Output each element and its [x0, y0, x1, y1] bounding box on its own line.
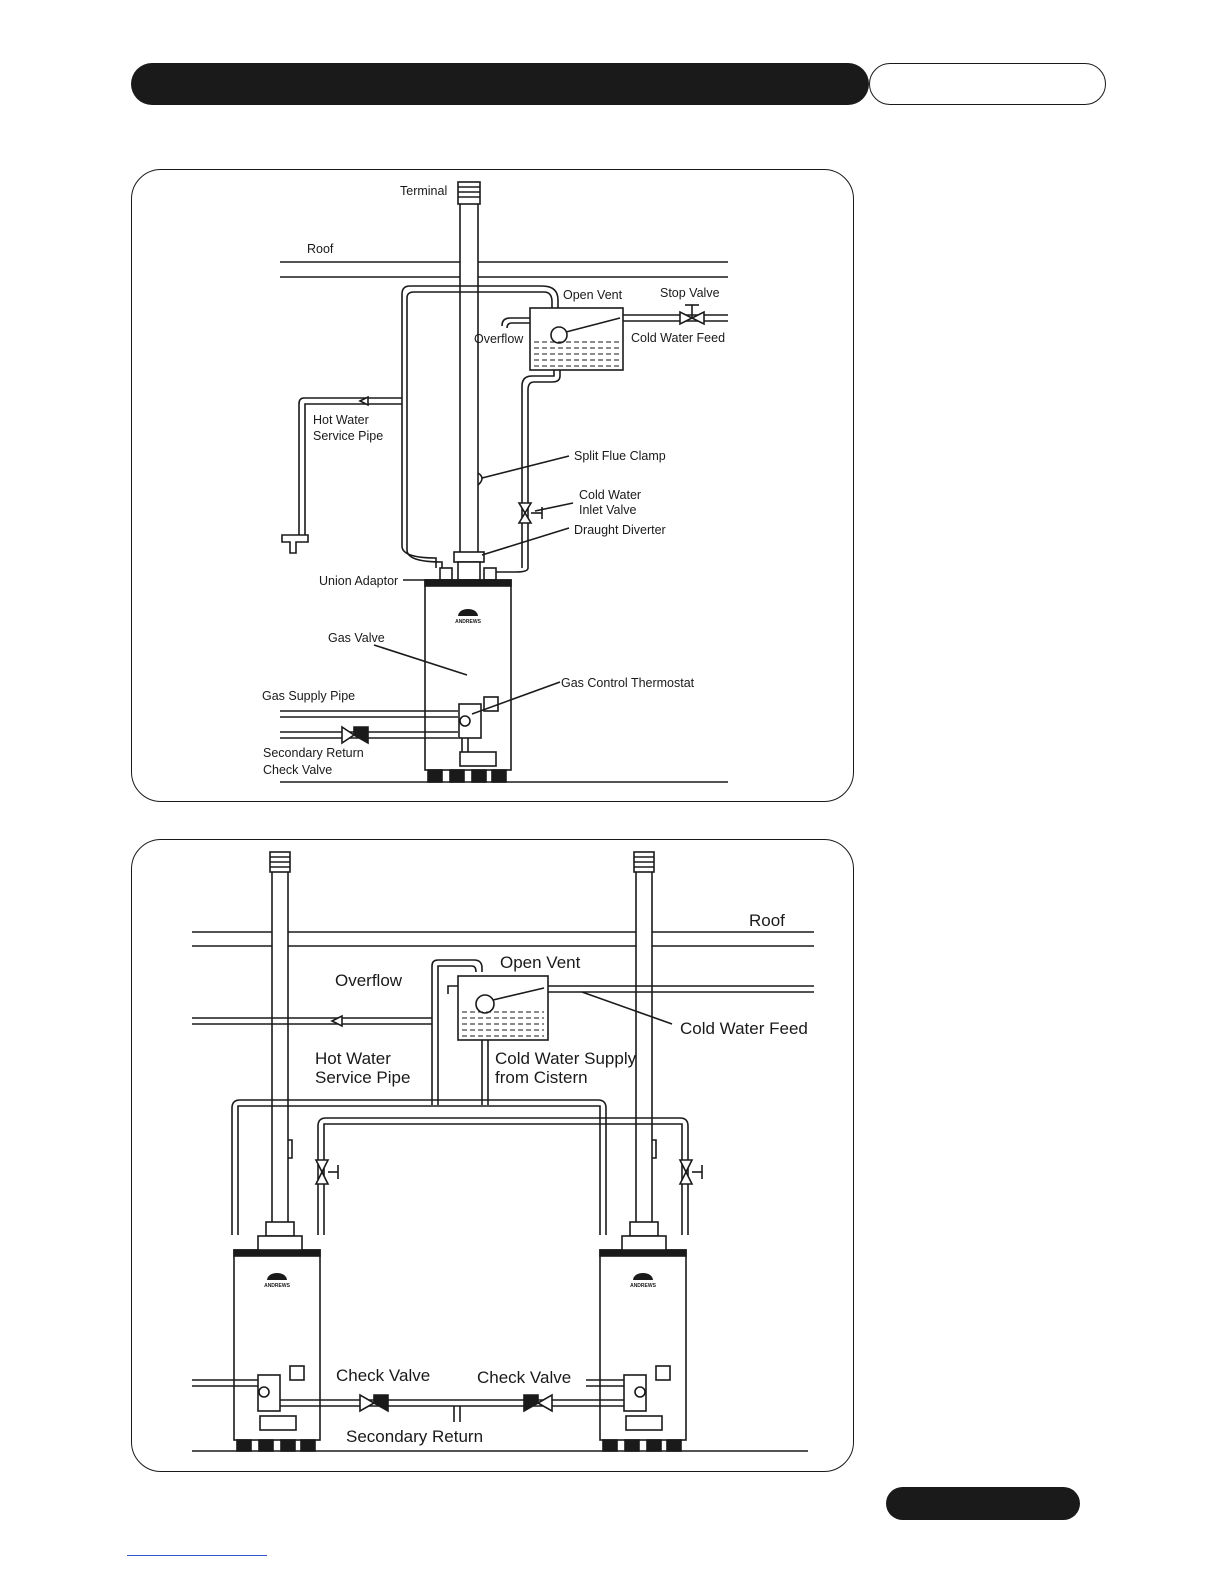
twin-heater-diagram: ANDREWS ANDREWS Roof Open Vent Overflow …: [192, 851, 814, 1452]
label-cold-supply-line2: from Cistern: [495, 1068, 588, 1087]
brand-logo-right: ANDREWS: [630, 1283, 656, 1289]
brand-logo-left: ANDREWS: [264, 1283, 290, 1289]
label-cold-supply-line1: Cold Water Supply: [495, 1049, 637, 1068]
label-overflow: Overflow: [474, 332, 524, 346]
andrews-logo-right-icon: [633, 1273, 653, 1280]
label-gas-valve: Gas Valve: [328, 631, 385, 645]
label-gas-control-thermostat: Gas Control Thermostat: [561, 676, 695, 690]
label-cold-inlet-line2: Inlet Valve: [579, 503, 636, 517]
label-hot-water-line1: Hot Water: [315, 1049, 391, 1068]
andrews-logo-left-icon: [267, 1273, 287, 1280]
diagram-panel-single-heater: ANDREWS Terminal Roof Open Vent Stop Val…: [131, 169, 854, 802]
label-roof: Roof: [307, 242, 334, 256]
label-check-valve-right: Check Valve: [477, 1368, 571, 1387]
label-cold-inlet-line1: Cold Water: [579, 488, 641, 502]
diagram-panel-twin-heaters: ANDREWS ANDREWS Roof Open Vent Overflow …: [131, 839, 854, 1472]
label-secondary-return: Secondary Return: [346, 1427, 483, 1446]
single-heater-diagram: ANDREWS Terminal Roof Open Vent Stop Val…: [262, 181, 728, 783]
label-hot-water-line2: Service Pipe: [313, 429, 383, 443]
label-gas-supply-pipe: Gas Supply Pipe: [262, 689, 355, 703]
label-overflow: Overflow: [335, 971, 403, 990]
label-draught-diverter: Draught Diverter: [574, 523, 666, 537]
header-tab: [869, 63, 1106, 105]
label-cold-water-feed: Cold Water Feed: [680, 1019, 808, 1038]
header-bar: [131, 63, 869, 105]
label-secondary-return-line1: Secondary Return: [263, 746, 364, 760]
label-open-vent: Open Vent: [563, 288, 623, 302]
label-stop-valve: Stop Valve: [660, 286, 720, 300]
footer-rule: [127, 1555, 267, 1556]
label-union-adaptor: Union Adaptor: [319, 574, 398, 588]
label-hot-water-line2: Service Pipe: [315, 1068, 410, 1087]
page-number-pill: [886, 1487, 1080, 1520]
label-hot-water-line1: Hot Water: [313, 413, 369, 427]
label-open-vent: Open Vent: [500, 953, 581, 972]
brand-logo: ANDREWS: [455, 619, 481, 625]
label-secondary-return-line2: Check Valve: [263, 763, 332, 777]
andrews-logo-icon: [458, 609, 478, 616]
label-roof: Roof: [749, 911, 785, 930]
label-check-valve-left: Check Valve: [336, 1366, 430, 1385]
label-terminal: Terminal: [400, 184, 447, 198]
label-split-flue-clamp: Split Flue Clamp: [574, 449, 666, 463]
label-cold-water-feed: Cold Water Feed: [631, 331, 725, 345]
